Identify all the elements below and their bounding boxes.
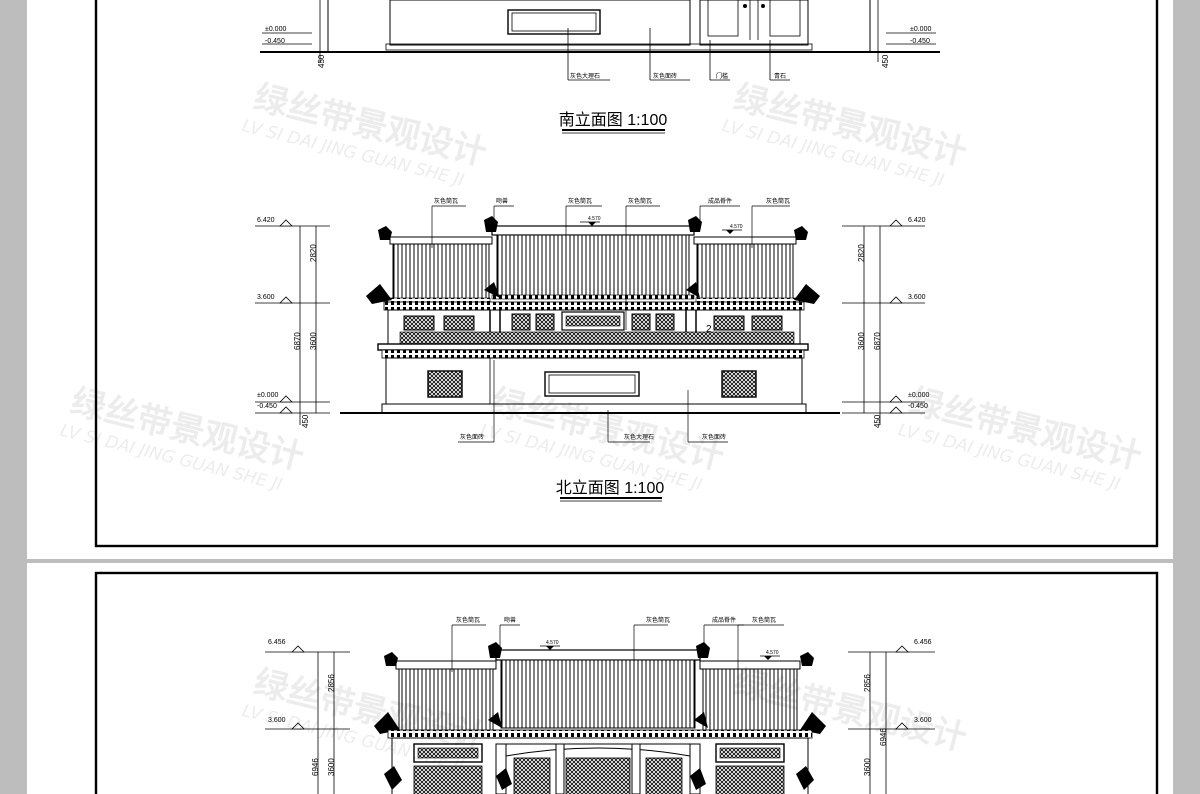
sheet-frame-bottom xyxy=(94,571,1159,794)
north-bottom-label-1: 灰色面砖 xyxy=(460,433,484,441)
south-level-minus-left: -0.450 xyxy=(265,38,285,45)
third-top-label-1: 灰色筒瓦 xyxy=(456,616,480,624)
north-dims-left: 6.420 3.600 ±0.000 -0.450 2820 3600 6870… xyxy=(255,217,330,428)
third-dims-left: 6.456 3.600 2856 6946 3600 xyxy=(265,639,350,794)
third-level-mid-left: 3.600 xyxy=(268,717,286,724)
third-ridge-mark-1: 4.570 xyxy=(546,640,559,646)
south-level-zero-left: ±0.000 xyxy=(265,26,286,33)
south-elevation: ±0.000 -0.450 ±0.000 -0.450 450 450 灰色大理… xyxy=(260,0,940,134)
third-dim-upper-right: 2856 xyxy=(863,674,872,692)
north-bottom-label-2: 灰色大理石 xyxy=(624,433,654,441)
north-dim-upper-right: 2820 xyxy=(857,244,866,262)
north-dim-lower-left: 3600 xyxy=(309,332,318,350)
north-top-label-6: 灰色筒瓦 xyxy=(766,197,790,205)
north-level-zero-left: ±0.000 xyxy=(257,392,278,399)
south-dim-base-right: 450 xyxy=(881,54,890,68)
north-dim-total-right: 6870 xyxy=(873,332,882,350)
third-top-callouts: 灰色筒瓦 吻兽 灰色筒瓦 成品脊件 灰色筒瓦 4.570 4.570 xyxy=(451,616,784,672)
north-level-top-right: 6.420 xyxy=(908,217,926,224)
north-elevation: 6.420 3.600 ±0.000 -0.450 2820 3600 6870… xyxy=(255,197,929,502)
third-top-label-3: 灰色筒瓦 xyxy=(646,616,670,624)
third-dim-total-left: 6946 xyxy=(311,758,320,776)
third-level-top-right: 6.456 xyxy=(914,639,932,646)
north-top-label-3: 灰色筒瓦 xyxy=(568,197,592,205)
third-top-label-2: 吻兽 xyxy=(504,616,516,624)
south-label-marble: 灰色大理石 xyxy=(570,72,600,80)
north-top-callouts: 灰色筒瓦 吻兽 灰色筒瓦 灰色筒瓦 成品脊件 灰色筒瓦 4.570 4.570 xyxy=(431,197,790,330)
north-level-top-left: 6.420 xyxy=(257,217,275,224)
north-level-minus-right: -0.450 xyxy=(908,403,928,410)
north-dim-total-left: 6870 xyxy=(293,332,302,350)
north-bottom-callouts: 灰色面砖 灰色大理石 灰色面砖 xyxy=(458,360,728,443)
third-dim-upper-left: 2856 xyxy=(327,674,336,692)
north-ridge-mark-2: 4.570 xyxy=(730,224,743,230)
north-dim-base-right: 450 xyxy=(873,414,882,428)
south-label-bluestone: 青石 xyxy=(774,72,786,80)
north-top-label-4: 灰色筒瓦 xyxy=(628,197,652,205)
third-dim-lower-right: 3600 xyxy=(863,758,872,776)
third-dims-right: 6.456 3.600 2856 3600 6946 xyxy=(848,639,935,794)
third-dim-lower-left: 3600 xyxy=(327,758,336,776)
north-building: 2 xyxy=(340,216,840,414)
south-dim-base-left: 450 xyxy=(317,54,326,68)
third-elevation: 6.456 3.600 2856 6946 3600 6.456 3.600 2… xyxy=(265,616,935,794)
north-ridge-mark-1: 4.570 xyxy=(588,216,601,222)
south-elevation-title: 南立面图 1:100 xyxy=(559,111,668,129)
north-dim-upper-left: 2820 xyxy=(309,244,318,262)
south-label-threshold: 门槛 xyxy=(716,72,728,80)
north-dim-base-left: 450 xyxy=(301,414,310,428)
third-dim-total-right: 6946 xyxy=(879,728,888,746)
north-top-label-5: 成品脊件 xyxy=(708,197,732,205)
north-elevation-title: 北立面图 1:100 xyxy=(556,479,665,497)
north-top-label-1: 灰色筒瓦 xyxy=(434,197,458,205)
north-level-mid-right: 3.600 xyxy=(908,294,926,301)
third-ridge-mark-2: 4.570 xyxy=(766,650,779,656)
north-detail-tag: 2 xyxy=(706,324,712,335)
north-level-minus-left: -0.450 xyxy=(257,403,277,410)
third-level-mid-right: 3.600 xyxy=(914,717,932,724)
south-label-tile: 灰色面砖 xyxy=(653,72,677,80)
south-level-zero-right: ±0.000 xyxy=(910,26,931,33)
south-level-minus-right: -0.450 xyxy=(910,38,930,45)
third-top-label-4: 成品脊件 xyxy=(712,616,736,624)
third-building xyxy=(374,642,826,794)
north-level-mid-left: 3.600 xyxy=(257,294,275,301)
north-top-label-2: 吻兽 xyxy=(496,197,508,205)
north-dim-lower-right: 3600 xyxy=(857,332,866,350)
north-dims-right: 6.420 3.600 ±0.000 -0.450 2820 3600 6870… xyxy=(842,217,929,428)
page-separator xyxy=(27,559,1173,563)
north-bottom-label-3: 灰色面砖 xyxy=(702,433,726,441)
third-level-top-left: 6.456 xyxy=(268,639,286,646)
sheet-frame-top xyxy=(94,0,1159,548)
third-top-label-5: 灰色筒瓦 xyxy=(752,616,776,624)
north-level-zero-right: ±0.000 xyxy=(908,392,929,399)
